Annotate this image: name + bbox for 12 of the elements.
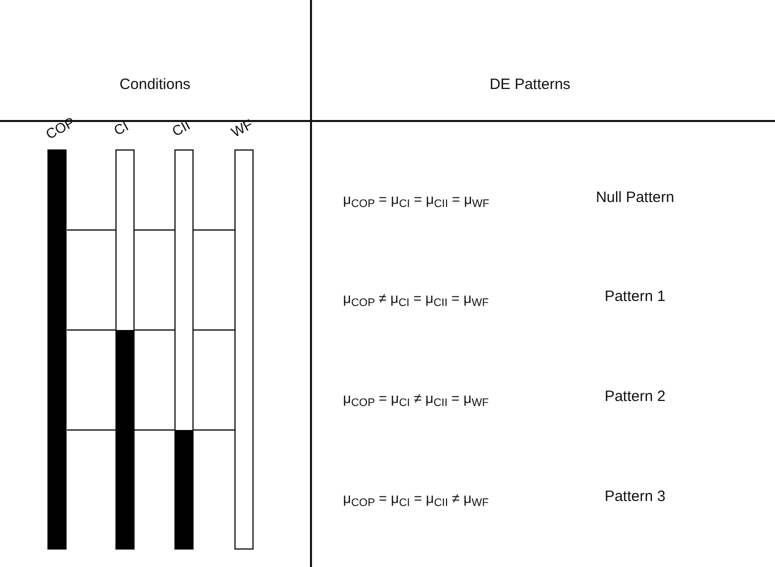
pattern-name: Pattern 1 xyxy=(604,288,666,305)
formula: μ$_{COP}$ ≠ μ$_{CI}$ = μ$_{CII}$ = μ$_{WF}$ xyxy=(343,290,489,309)
column-header: DE Patterns xyxy=(488,76,572,93)
condition-label: CII xyxy=(169,116,193,140)
formula: μ$_{COP}$ = μ$_{CI}$ = μ$_{CII}$ = μ$_{WF}$ xyxy=(343,191,490,210)
formula: μ$_{COP}$ = μ$_{CI}$ ≠ μ$_{CII}$ = μ$_{WF}$ xyxy=(343,390,489,409)
pattern-name: Pattern 2 xyxy=(604,388,666,405)
column-header: Conditions xyxy=(118,76,192,93)
pattern-name: Pattern 3 xyxy=(604,488,666,505)
condition-label: CI xyxy=(111,118,131,138)
formula: μ$_{COP}$ = μ$_{CI}$ = μ$_{CII}$ ≠ μ$_{WF}$ xyxy=(343,490,489,509)
pattern-name: Null Pattern xyxy=(594,189,676,206)
